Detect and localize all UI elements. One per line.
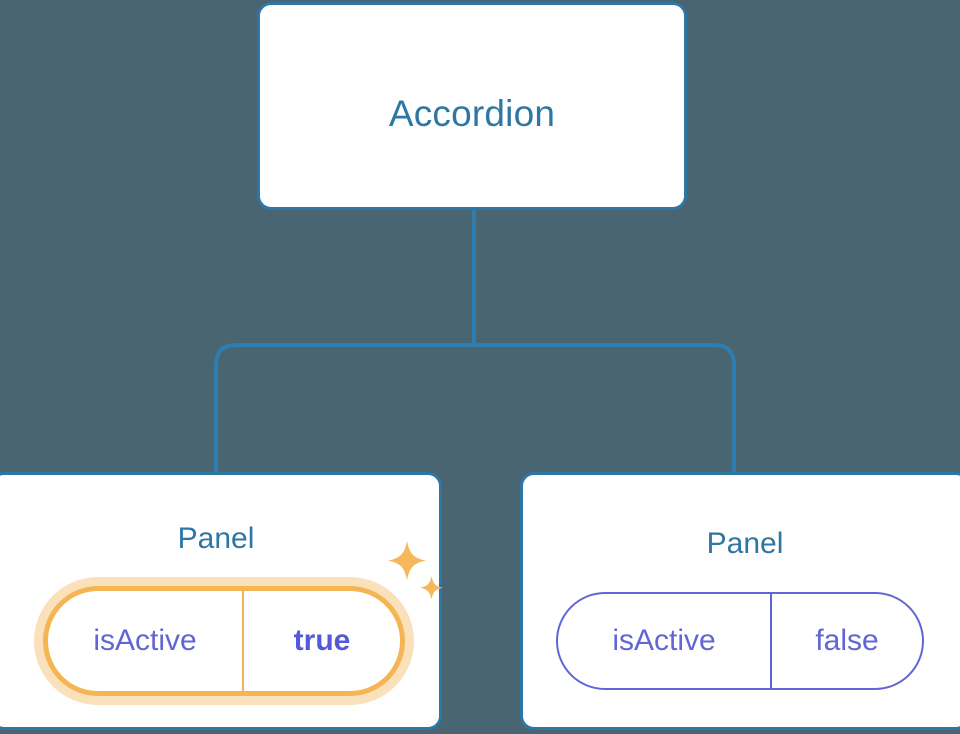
prop-pill-isactive-true[interactable]: isActive true: [43, 586, 405, 696]
prop-value-true: true: [293, 624, 351, 657]
prop-key-isactive: isActive: [48, 591, 244, 691]
prop-value-false: false: [815, 624, 879, 657]
prop-key-isactive: isActive: [558, 594, 772, 688]
prop-pill-isactive-false[interactable]: isActive false: [556, 592, 924, 690]
connector-branch-left: [214, 343, 474, 474]
node-panel-right-label: Panel: [706, 527, 784, 560]
node-panel-left-label: Panel: [177, 522, 255, 555]
node-accordion[interactable]: Accordion: [257, 2, 687, 210]
node-accordion-label: Accordion: [388, 93, 556, 134]
connector-branch-right: [474, 343, 736, 474]
